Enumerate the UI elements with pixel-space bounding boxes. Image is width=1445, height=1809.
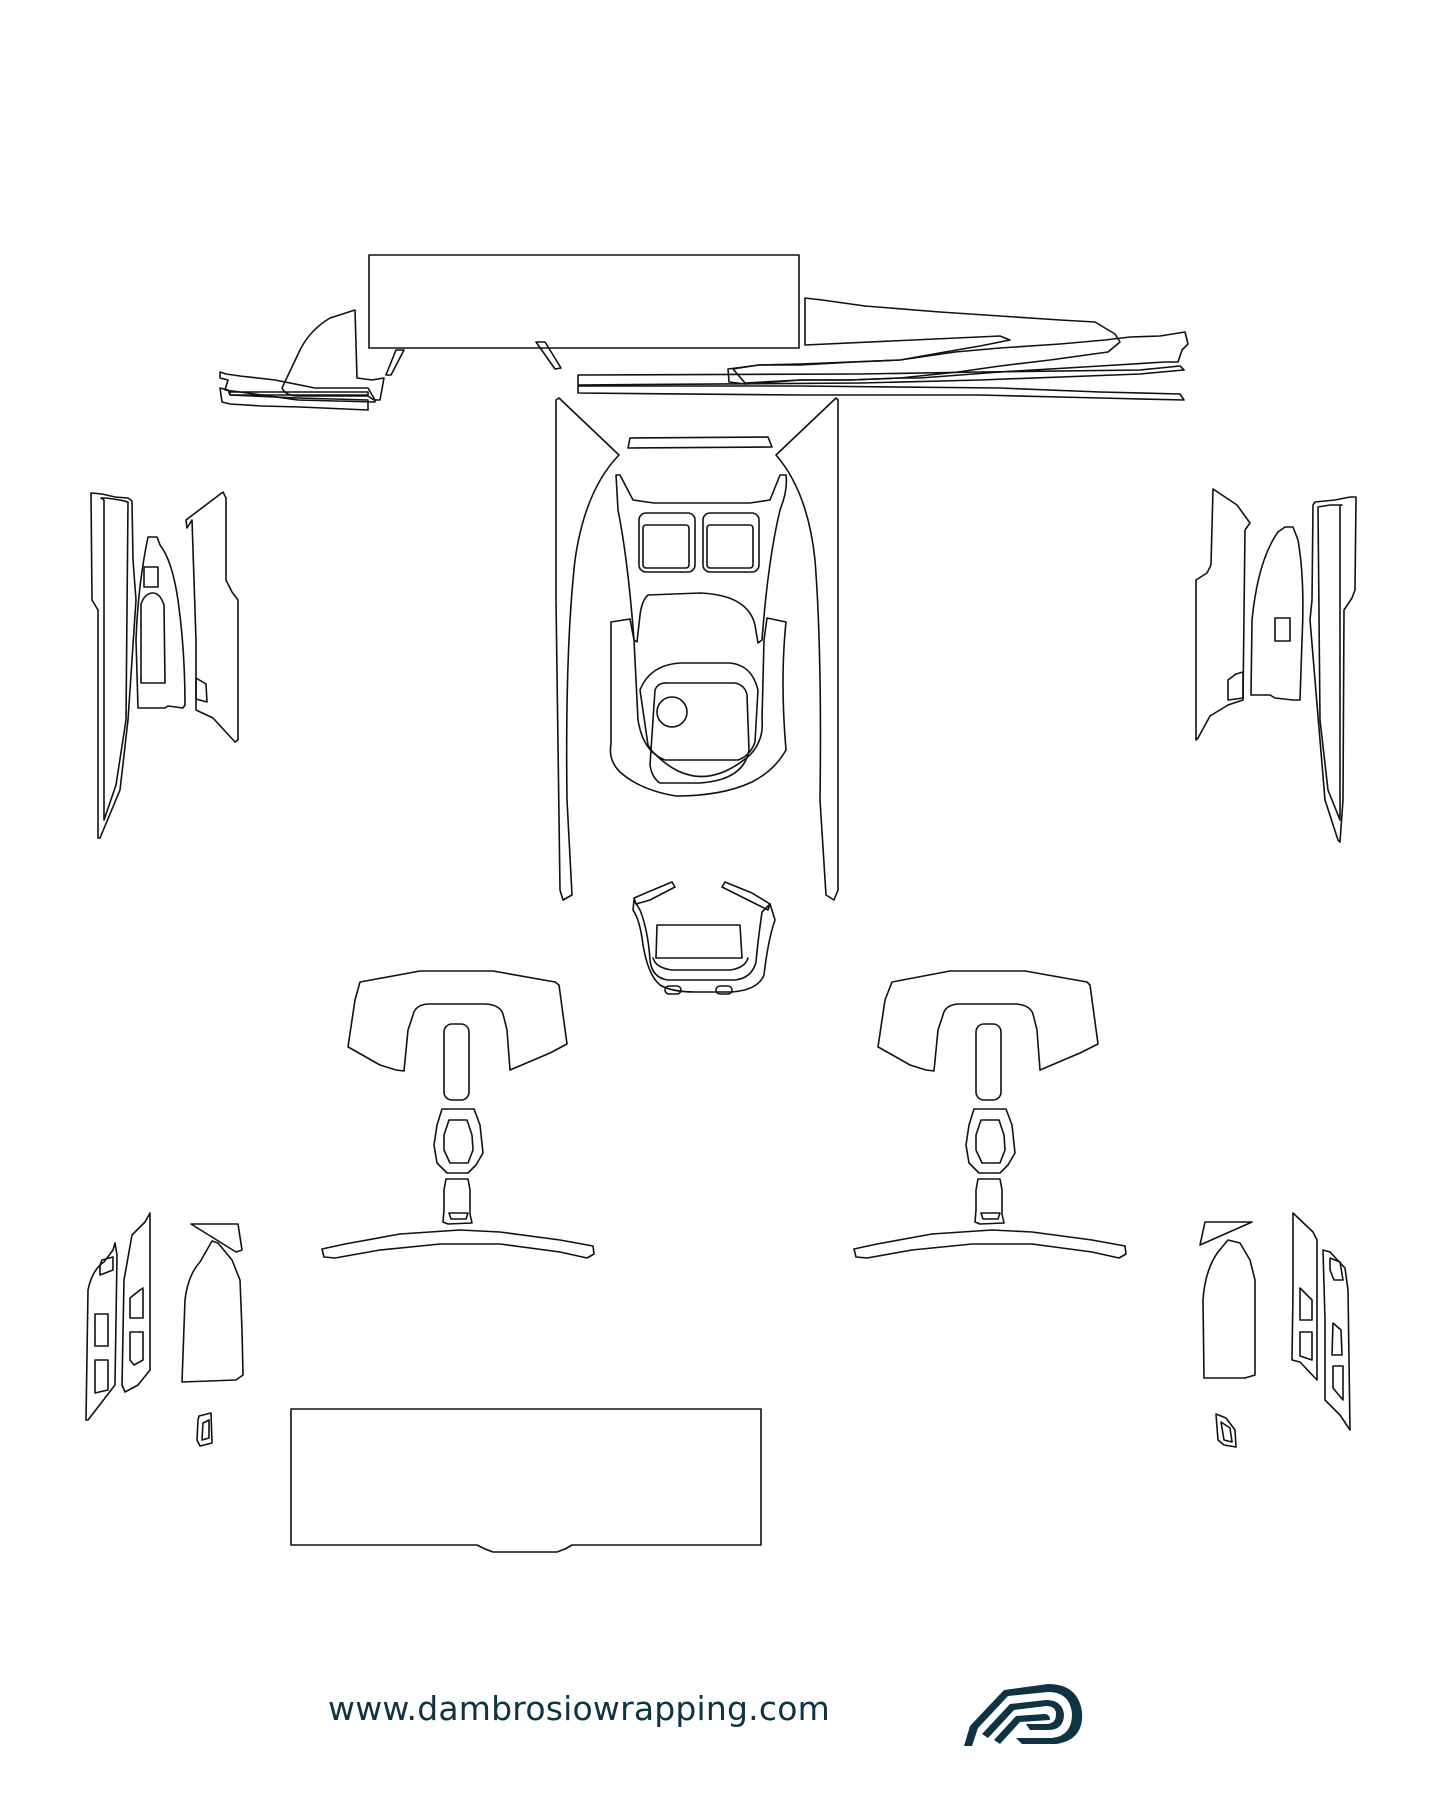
console-vents-frame bbox=[615, 474, 788, 644]
right-seat-group bbox=[853, 970, 1127, 1259]
right-front-door-sill bbox=[1309, 496, 1357, 843]
right-diagonal-strip bbox=[535, 341, 562, 370]
right-seat-back-upper bbox=[877, 970, 1099, 1072]
rear-console-frame bbox=[632, 899, 776, 993]
right-seat-buckle-inner bbox=[975, 1119, 1006, 1164]
right-front-door-group bbox=[1195, 488, 1357, 843]
right-rear-switch-panel-b bbox=[1322, 1249, 1351, 1431]
left-rear-switch-cutout-low bbox=[94, 1359, 109, 1394]
console-cupholder-inner bbox=[649, 682, 750, 784]
left-front-door-outer-cutout bbox=[195, 677, 208, 703]
left-front-door-group bbox=[90, 491, 239, 839]
right-front-door-outer-panel bbox=[1195, 488, 1251, 741]
console-cupholder-outer bbox=[639, 662, 759, 761]
right-rear-switch-b-cutout-2 bbox=[1331, 1322, 1343, 1356]
footer: www.dambrosiowrapping.com bbox=[328, 1668, 1083, 1748]
rear-console-left-arm bbox=[633, 881, 676, 905]
right-rear-switch-a-cutout-1 bbox=[1299, 1287, 1313, 1321]
console-top-trim bbox=[627, 436, 773, 449]
rear-console-right-arm bbox=[721, 881, 771, 911]
console-vent-left-inner bbox=[642, 524, 690, 569]
website-link[interactable]: www.dambrosiowrapping.com bbox=[328, 1688, 830, 1728]
right-rear-switch-panel-a bbox=[1291, 1212, 1318, 1381]
right-rear-switch-b-cutout-1 bbox=[1329, 1257, 1344, 1281]
dambrosio-logo-icon bbox=[964, 1684, 1083, 1746]
left-seat-lower-tab bbox=[442, 1178, 473, 1225]
left-dash-strip-diagonal bbox=[385, 349, 405, 376]
console-vent-left-outer bbox=[638, 512, 696, 573]
left-rear-door-insert bbox=[181, 1240, 244, 1383]
right-dash-trim-upper bbox=[732, 331, 1189, 384]
right-front-door-sill-inner bbox=[1317, 504, 1343, 821]
console-side-wing-left bbox=[609, 617, 787, 797]
left-seat-buckle-outer bbox=[433, 1108, 484, 1174]
left-rear-switch-inner-cutout-b bbox=[129, 1331, 144, 1366]
left-front-door-switch-cutout bbox=[143, 566, 159, 588]
left-rear-switch-panel-inner bbox=[121, 1212, 151, 1393]
left-seat-lumbar-slot bbox=[443, 1023, 470, 1101]
left-rear-switch-panel-outer bbox=[85, 1242, 118, 1421]
right-rear-door-group bbox=[1199, 1212, 1351, 1448]
right-dash-strip-b bbox=[577, 385, 1185, 401]
right-rear-door-insert bbox=[1202, 1239, 1256, 1379]
rear-console-slot-left bbox=[664, 985, 682, 995]
right-rear-door-cap bbox=[1199, 1221, 1253, 1246]
rear-console-slot-right bbox=[715, 985, 733, 995]
rear-console-tray bbox=[652, 957, 749, 971]
left-rear-door-group bbox=[85, 1212, 244, 1447]
center-console-tunnel-right bbox=[775, 397, 839, 901]
left-seat-group bbox=[321, 970, 595, 1259]
left-front-door-handle-cutout bbox=[140, 592, 166, 684]
right-rear-switch-b-cutout-3 bbox=[1332, 1365, 1344, 1401]
left-front-door-insert bbox=[135, 536, 186, 709]
right-seat-base-bar bbox=[853, 1229, 1127, 1259]
right-seat-lower-tab bbox=[974, 1178, 1005, 1225]
left-dash-strip-long bbox=[219, 371, 376, 403]
left-front-door-sill-inner bbox=[100, 497, 129, 821]
right-rear-small-clip-outer bbox=[1215, 1413, 1237, 1448]
left-front-door-sill bbox=[90, 492, 137, 839]
right-dash-strip-a bbox=[577, 365, 1185, 386]
right-seat-buckle-outer bbox=[965, 1108, 1016, 1174]
left-rear-switch-cutout-top bbox=[99, 1256, 114, 1276]
right-front-door-outer-cutout bbox=[1227, 671, 1244, 701]
dashboard-top-group bbox=[219, 254, 1189, 411]
right-rear-small-clip-inner bbox=[1220, 1421, 1233, 1443]
right-seat-lower-tab-slot bbox=[980, 1212, 1001, 1220]
left-seat-buckle-inner bbox=[443, 1119, 474, 1164]
left-seat-lower-tab-slot bbox=[448, 1212, 469, 1220]
rear-console-screen bbox=[655, 924, 743, 959]
rear-console-group bbox=[632, 881, 776, 995]
center-console-tunnel-left bbox=[555, 397, 620, 901]
right-seat-lumbar-slot bbox=[975, 1023, 1002, 1101]
left-rear-switch-inner-cutout-a bbox=[129, 1287, 144, 1319]
dashboard-screen-panel bbox=[368, 254, 800, 349]
right-front-door-insert bbox=[1250, 526, 1304, 701]
left-seat-back-upper bbox=[347, 970, 568, 1072]
right-front-door-switch-cutout bbox=[1274, 617, 1291, 642]
left-rear-door-cap bbox=[190, 1223, 243, 1253]
left-front-door-outer-panel bbox=[185, 491, 239, 743]
left-dash-strip-thin bbox=[229, 391, 369, 396]
console-cup-hole bbox=[656, 696, 688, 728]
center-console-group bbox=[555, 397, 839, 901]
left-rear-small-clip-outer bbox=[196, 1412, 213, 1447]
console-vent-right-inner bbox=[706, 524, 754, 569]
rear-dashboard-panel bbox=[290, 1408, 762, 1553]
left-rear-small-clip-inner bbox=[201, 1419, 210, 1441]
left-rear-switch-cutout-mid bbox=[94, 1313, 109, 1347]
right-rear-switch-a-cutout-2 bbox=[1299, 1331, 1313, 1361]
left-seat-base-bar bbox=[321, 1229, 595, 1259]
console-vent-right-outer bbox=[702, 512, 760, 573]
